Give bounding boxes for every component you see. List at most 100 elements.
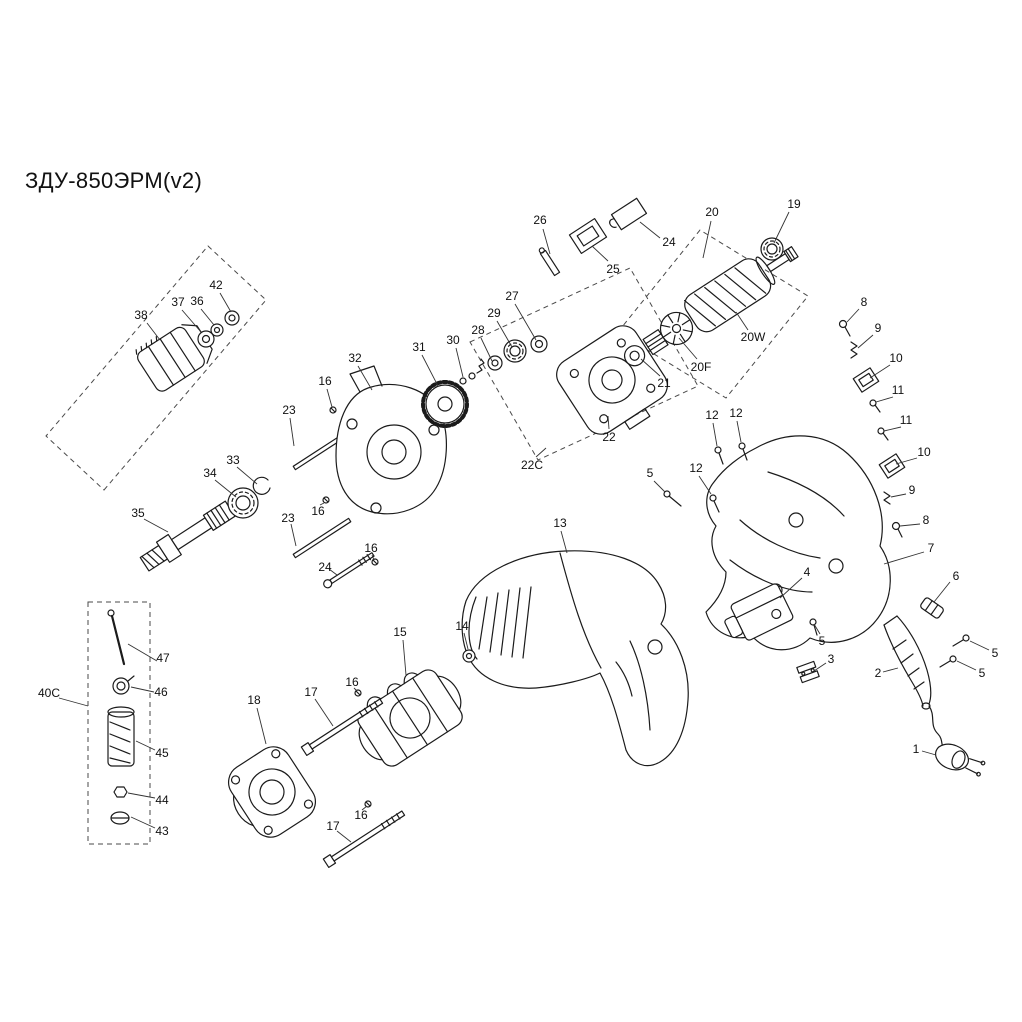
part-label-21: 21	[657, 376, 671, 390]
screw-5a	[663, 490, 682, 507]
leader-line-6	[933, 581, 951, 603]
part-label-20: 20	[705, 205, 719, 219]
nut-44	[113, 786, 128, 798]
part-label-3: 3	[827, 652, 835, 666]
leader-line-26	[542, 228, 551, 255]
part-label-24: 24	[662, 235, 676, 249]
part-label-15: 15	[393, 625, 407, 639]
part-label-23: 23	[281, 511, 295, 525]
screw-11b	[877, 427, 889, 441]
part-label-12: 12	[689, 461, 703, 475]
leader-line-42	[219, 292, 232, 313]
part-label-18: 18	[247, 693, 261, 707]
part-label-6: 6	[952, 569, 960, 583]
leader-line-30	[455, 347, 464, 378]
part-label-28: 28	[471, 323, 485, 337]
part-label-47: 47	[156, 651, 170, 665]
part-label-33: 33	[226, 453, 240, 467]
leader-line-24	[328, 568, 338, 576]
brush-cap-screw-8a	[838, 319, 851, 337]
part-label-7: 7	[927, 541, 935, 555]
leader-line-19	[773, 211, 790, 244]
leader-line-12	[736, 420, 742, 443]
circlip-33	[252, 476, 271, 495]
leader-line-15	[402, 639, 407, 676]
leader-line-4	[779, 577, 803, 599]
ring-46	[112, 675, 135, 695]
leader-lines	[58, 211, 990, 843]
screw-5b	[809, 618, 818, 636]
chuck	[135, 324, 213, 392]
leader-line-11	[883, 426, 902, 432]
brush-spring-9b	[883, 491, 891, 505]
leader-line-17	[336, 830, 352, 843]
part-label-36: 36	[190, 294, 204, 308]
leader-line-22	[607, 415, 610, 430]
part-label-20F: 20F	[690, 360, 712, 374]
depth-rod-47	[107, 609, 126, 666]
ball-bearing-34	[227, 487, 259, 519]
depth-rod-group-box	[87, 601, 151, 845]
part-label-5: 5	[978, 666, 986, 680]
brush-holder-10a	[852, 367, 880, 393]
leader-line-25	[591, 245, 609, 262]
leader-line-3	[813, 662, 827, 672]
ball-bearing-19	[760, 237, 784, 261]
gear-31	[421, 380, 469, 428]
part-label-26: 26	[533, 213, 547, 227]
leader-line-8	[899, 523, 921, 527]
part-label-25: 25	[606, 262, 620, 276]
leader-line-16	[326, 388, 333, 408]
cord-guard-2	[883, 615, 932, 710]
balls-spring-30	[459, 358, 485, 385]
washer-28	[487, 355, 503, 371]
front-cover-18	[227, 746, 317, 838]
leader-line-47	[127, 643, 158, 662]
leader-line-16	[371, 554, 375, 561]
part-label-38: 38	[134, 308, 148, 322]
leader-line-35	[143, 518, 169, 533]
leader-line-5	[956, 660, 977, 671]
washer-37	[197, 330, 215, 348]
leader-line-16	[319, 502, 325, 506]
part-label-35: 35	[131, 506, 145, 520]
part-label-20W: 20W	[740, 330, 766, 344]
stator-15	[357, 669, 463, 767]
part-label-12: 12	[729, 406, 743, 420]
leader-line-24	[639, 221, 661, 239]
leader-line-22C	[535, 447, 547, 458]
screw-11a	[869, 399, 881, 413]
part-label-17: 17	[326, 819, 340, 833]
leader-line-16	[361, 805, 368, 811]
leader-line-10	[869, 364, 891, 379]
page-title: ЗДУ-850ЭРМ(v2)	[25, 168, 203, 193]
part-label-10: 10	[889, 351, 903, 365]
tube-45	[107, 706, 135, 767]
part-label-9: 9	[874, 321, 882, 335]
part-label-16: 16	[311, 504, 325, 518]
leader-line-9	[857, 334, 874, 349]
part-label-16: 16	[354, 808, 368, 822]
leader-line-20F	[678, 337, 698, 360]
screw-24b	[323, 552, 375, 589]
leader-line-1	[921, 750, 937, 756]
part-label-2: 2	[874, 666, 882, 680]
part-label-11: 11	[891, 383, 905, 397]
part-label-5: 5	[646, 466, 654, 480]
leader-line-7	[883, 551, 925, 565]
brush-spring-9a	[850, 341, 858, 359]
part-label-8: 8	[922, 513, 930, 527]
part-label-1: 1	[912, 742, 920, 756]
leader-line-5	[969, 640, 990, 651]
part-label-31: 31	[412, 340, 426, 354]
leader-line-16	[353, 687, 358, 692]
part-label-12: 12	[705, 408, 719, 422]
leader-line-31	[421, 354, 439, 387]
part-label-46: 46	[154, 685, 168, 699]
part-label-34: 34	[203, 466, 217, 480]
leader-line-8	[846, 308, 860, 323]
leader-line-38	[146, 322, 161, 341]
leader-line-20W	[735, 311, 749, 331]
